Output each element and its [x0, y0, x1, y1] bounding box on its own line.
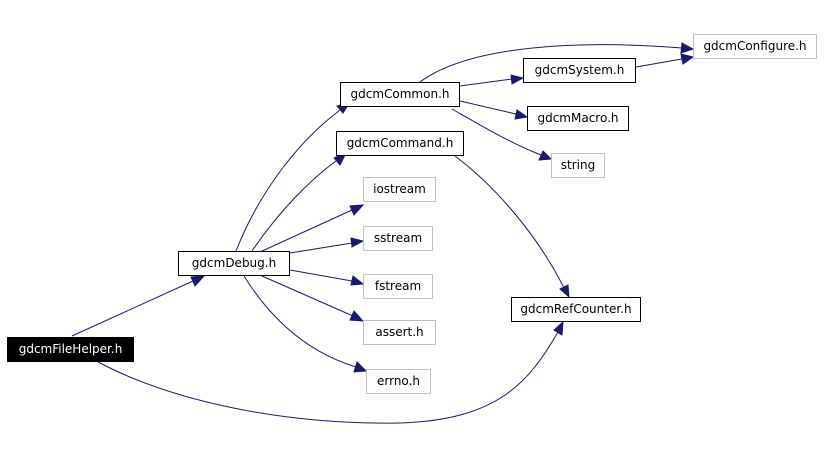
arrowhead — [510, 74, 525, 85]
node-string[interactable]: string — [551, 153, 605, 178]
node-gdcm-system[interactable]: gdcmSystem.h — [523, 58, 636, 83]
arrowhead — [514, 109, 529, 120]
node-errno[interactable]: errno.h — [366, 369, 431, 394]
arrowhead — [680, 42, 695, 54]
edge-debug-fstream — [289, 269, 353, 282]
edge-system-configure — [635, 58, 683, 68]
edge-debug-command — [251, 160, 337, 252]
node-gdcm-common[interactable]: gdcmCommon.h — [340, 82, 460, 107]
edge-debug-assert — [261, 275, 354, 317]
edge-common-system — [459, 78, 513, 87]
edge-debug-common — [235, 109, 341, 252]
node-assert[interactable]: assert.h — [363, 320, 436, 345]
arrowhead — [349, 310, 365, 322]
arrowhead — [538, 150, 553, 161]
arrowhead — [350, 237, 365, 248]
edge-debug-errno — [243, 275, 357, 368]
node-gdcm-file-helper[interactable]: gdcmFileHelper.h — [7, 337, 134, 362]
arrowhead — [190, 275, 206, 287]
edge-filehelper-debug — [71, 280, 194, 337]
edge-common-configure — [419, 44, 683, 83]
arrowhead — [680, 53, 695, 65]
node-gdcm-macro[interactable]: gdcmMacro.h — [527, 106, 629, 131]
node-sstream[interactable]: sstream — [363, 226, 433, 251]
node-gdcm-configure[interactable]: gdcmConfigure.h — [693, 34, 817, 59]
edge-debug-sstream — [289, 242, 353, 254]
edge-command-refcounter — [454, 155, 565, 289]
edge-debug-iostream — [259, 209, 353, 253]
node-gdcm-debug[interactable]: gdcmDebug.h — [178, 251, 290, 276]
edge-common-string — [451, 108, 542, 156]
arrowhead — [553, 320, 564, 336]
arrowhead — [559, 284, 570, 299]
arrowhead — [349, 204, 365, 216]
arrowhead — [353, 361, 368, 373]
node-gdcm-ref-counter[interactable]: gdcmRefCounter.h — [511, 297, 641, 322]
node-iostream[interactable]: iostream — [363, 177, 436, 202]
node-fstream[interactable]: fstream — [363, 274, 433, 299]
edge-filehelper-refcounter — [97, 331, 559, 424]
node-gdcm-command[interactable]: gdcmCommand.h — [336, 131, 464, 156]
arrowhead — [350, 275, 365, 286]
edge-common-macro — [459, 100, 517, 115]
